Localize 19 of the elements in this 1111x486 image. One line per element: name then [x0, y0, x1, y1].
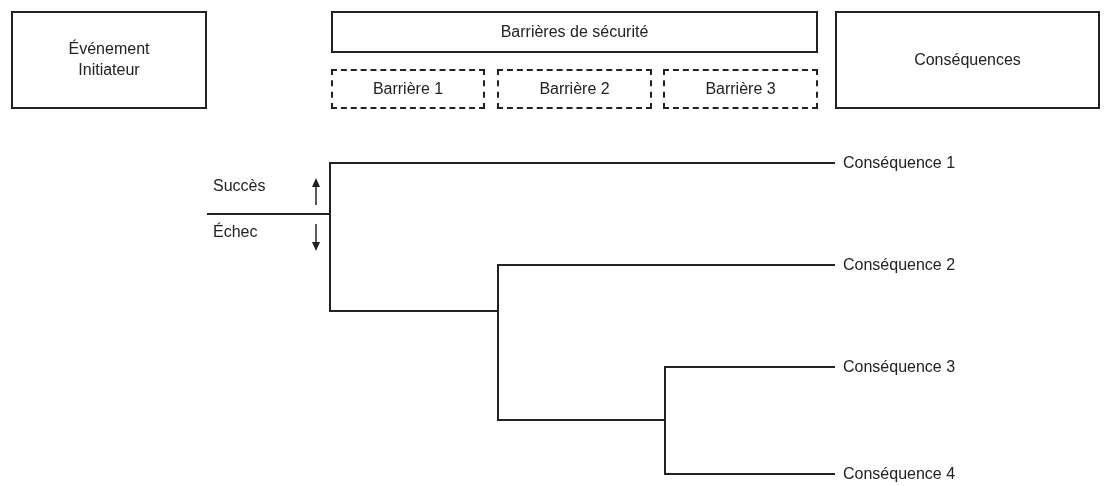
consequence-label: Conséquence 2: [843, 254, 956, 275]
consequence-label: Conséquence 1: [843, 152, 956, 173]
consequence-label: Conséquence 3: [843, 356, 956, 377]
tree-branch-line: [206, 213, 836, 475]
barrier-box: [331, 69, 485, 109]
box-label: Barrière 2: [539, 78, 610, 99]
header-box: [835, 11, 1100, 109]
barrier-box: [497, 69, 652, 109]
box-label: Barrières de sécurité: [500, 21, 649, 42]
consequence-label: Conséquence 4: [843, 463, 956, 484]
box-label: Barrière 3: [705, 78, 776, 99]
box-label: Événement Initiateur: [67, 39, 151, 80]
header-box: [11, 11, 207, 109]
header-box: [331, 11, 818, 53]
branch-label: Échec: [213, 222, 258, 242]
box-label: Barrière 1: [372, 78, 444, 99]
barrier-box: [663, 69, 818, 109]
box-label: Conséquences: [914, 49, 1021, 70]
branch-label: Succès: [213, 176, 266, 196]
